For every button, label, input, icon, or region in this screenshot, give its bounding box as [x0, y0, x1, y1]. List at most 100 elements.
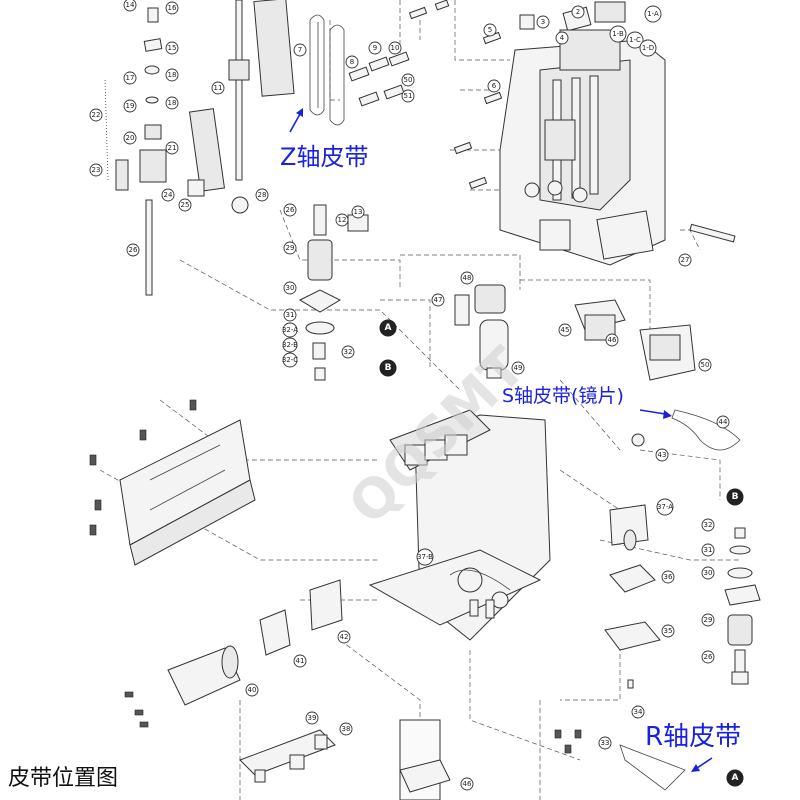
callout-34: 34 [631, 705, 645, 719]
callout-32b: 32-B [282, 337, 298, 353]
callout-29r: 29 [701, 613, 715, 627]
solenoid-parts [454, 284, 509, 379]
ref-marker-b-top: B [379, 359, 397, 377]
svg-text:16: 16 [168, 4, 177, 12]
svg-text:11: 11 [214, 84, 223, 92]
svg-text:A: A [385, 323, 392, 333]
svg-text:37-B: 37-B [417, 553, 433, 561]
svg-text:B: B [385, 363, 392, 373]
svg-text:34: 34 [634, 708, 643, 716]
callout-1d: 1-D [639, 39, 657, 57]
r-axis-parts [554, 409, 761, 791]
callout-28: 28 [255, 188, 269, 202]
svg-text:14: 14 [126, 1, 135, 9]
svg-text:40: 40 [248, 686, 257, 694]
svg-text:32: 32 [344, 348, 353, 356]
callout-35: 35 [661, 624, 675, 638]
svg-text:38: 38 [342, 725, 351, 733]
callout-36: 36 [661, 570, 675, 584]
svg-text:49: 49 [514, 364, 523, 372]
svg-text:32-B: 32-B [282, 341, 298, 349]
svg-text:27: 27 [681, 256, 690, 264]
callout-51: 51 [401, 89, 415, 103]
svg-text:5: 5 [488, 26, 492, 34]
svg-text:32-A: 32-A [282, 326, 298, 334]
callout-44: 44 [716, 415, 730, 429]
callout-21: 21 [165, 141, 179, 155]
svg-text:29: 29 [704, 616, 713, 624]
svg-text:46: 46 [463, 780, 472, 788]
callout-26r: 26 [701, 650, 715, 664]
callout-46a: 46 [605, 333, 619, 347]
svg-text:45: 45 [561, 326, 570, 334]
svg-text:2: 2 [576, 8, 580, 16]
svg-text:39: 39 [308, 714, 317, 722]
head-frame [499, 29, 736, 266]
callout-13: 13 [351, 205, 365, 219]
svg-text:6: 6 [492, 82, 497, 90]
callout-6: 6 [487, 79, 501, 93]
svg-text:18: 18 [168, 99, 177, 107]
svg-text:22: 22 [92, 111, 101, 119]
svg-text:51: 51 [404, 92, 413, 100]
callout-12: 12 [335, 213, 349, 227]
callout-39: 39 [305, 711, 319, 725]
svg-text:1-A: 1-A [647, 10, 659, 18]
callout-22: 22 [89, 108, 103, 122]
callout-4: 4 [555, 31, 569, 45]
callout-32c: 32-C [282, 352, 298, 368]
callout-15: 15 [165, 41, 179, 55]
ref-marker-b-right: B [726, 488, 744, 506]
callout-1b: 1-B [609, 25, 627, 43]
svg-text:36: 36 [664, 573, 673, 581]
svg-text:30: 30 [286, 284, 295, 292]
diagram-caption: 皮带位置图 [8, 766, 118, 791]
callout-32r: 32 [701, 518, 715, 532]
callout-41: 41 [293, 654, 307, 668]
callout-26b: 26 [283, 203, 297, 217]
svg-text:42: 42 [340, 633, 349, 641]
svg-text:10: 10 [391, 44, 400, 52]
z-spindle-parts [104, 0, 626, 296]
svg-text:46: 46 [608, 336, 617, 344]
callout-42: 42 [337, 630, 351, 644]
svg-text:33: 33 [601, 739, 610, 747]
svg-text:13: 13 [354, 208, 363, 216]
svg-text:30: 30 [704, 569, 713, 577]
svg-text:31: 31 [286, 311, 295, 319]
svg-text:15: 15 [168, 44, 177, 52]
svg-text:50: 50 [404, 76, 413, 84]
callout-2: 2 [571, 5, 585, 19]
svg-text:1-B: 1-B [612, 30, 624, 38]
ref-marker-a-bottom: A [726, 769, 744, 787]
svg-text:32: 32 [704, 521, 713, 529]
motor-parts [124, 579, 451, 800]
callout-9: 9 [368, 41, 382, 55]
callout-5: 5 [483, 23, 497, 37]
callout-11: 11 [211, 81, 225, 95]
callout-47: 47 [431, 293, 445, 307]
z-belt-label: Z轴皮带 [280, 143, 368, 171]
callout-1a: 1-A [644, 5, 662, 23]
central-base [368, 409, 551, 641]
ref-marker-a-top: A [379, 319, 397, 337]
callout-1c: 1-C [626, 31, 644, 49]
svg-text:25: 25 [181, 201, 190, 209]
svg-text:9: 9 [373, 44, 377, 52]
svg-text:3: 3 [541, 18, 545, 26]
svg-text:1-D: 1-D [642, 44, 654, 52]
left-plate [89, 399, 256, 566]
callout-25: 25 [178, 198, 192, 212]
r-belt-label: R轴皮带 [645, 722, 741, 752]
callout-45: 45 [558, 323, 572, 337]
svg-text:48: 48 [463, 274, 472, 282]
callout-14: 14 [123, 0, 137, 12]
svg-text:7: 7 [298, 46, 302, 54]
svg-text:23: 23 [92, 166, 101, 174]
callout-33: 33 [598, 736, 612, 750]
svg-text:19: 19 [126, 102, 135, 110]
callout-10: 10 [388, 41, 402, 55]
belt-annotations: Z轴皮带 S轴皮带(镜片) R轴皮带 [280, 108, 741, 772]
